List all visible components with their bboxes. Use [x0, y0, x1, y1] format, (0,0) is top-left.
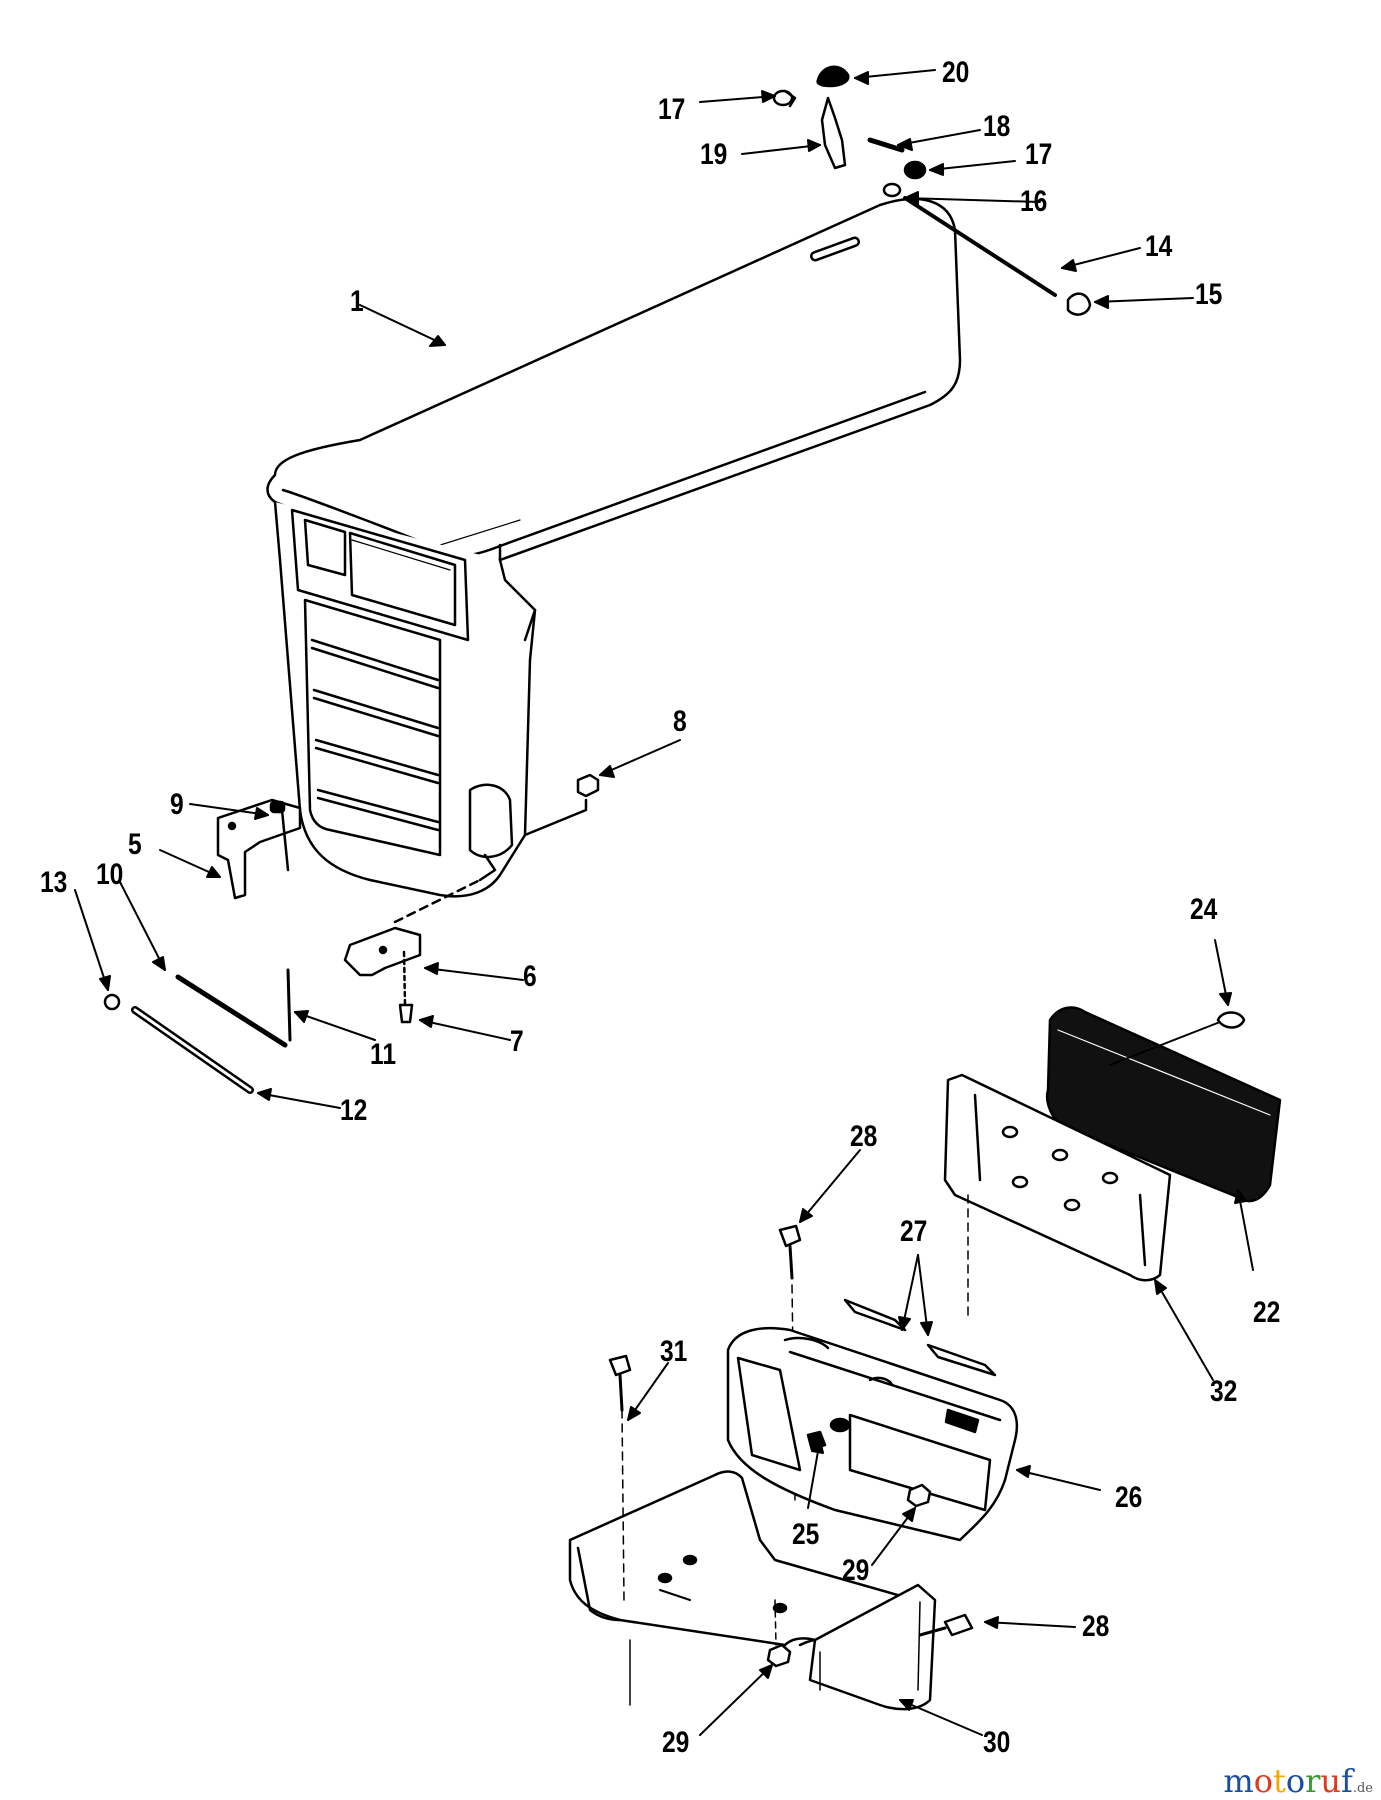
- wm-letter: o: [1253, 1762, 1273, 1800]
- callout-24: 24: [1190, 893, 1218, 926]
- wm-letter: m: [1223, 1762, 1254, 1800]
- callout-17-lower: 17: [1025, 138, 1053, 171]
- callout-6: 6: [523, 960, 537, 993]
- callout-30: 30: [983, 1726, 1011, 1759]
- hood-pivot-assembly: [772, 65, 1092, 316]
- callout-20: 20: [942, 56, 970, 89]
- callout-28-right: 28: [1082, 1610, 1110, 1643]
- callout-7: 7: [510, 1025, 524, 1058]
- wm-letter: o: [1285, 1762, 1306, 1800]
- wm-letter: t: [1272, 1762, 1286, 1800]
- callout-16: 16: [1020, 185, 1048, 218]
- callout-17-top: 17: [658, 93, 686, 126]
- callout-1: 1: [350, 285, 364, 318]
- callout-32: 32: [1210, 1375, 1238, 1408]
- wm-tld: .de: [1352, 1781, 1373, 1796]
- callout-26: 26: [1115, 1481, 1143, 1514]
- wm-letter: f: [1341, 1762, 1353, 1800]
- callout-27: 27: [900, 1215, 928, 1248]
- callout-11: 11: [370, 1038, 397, 1071]
- callout-22: 22: [1253, 1296, 1281, 1329]
- callout-15: 15: [1195, 278, 1223, 311]
- callout-10: 10: [96, 858, 124, 891]
- callout-31: 31: [660, 1335, 688, 1368]
- knob-20: [816, 65, 850, 88]
- wm-letter: r: [1305, 1762, 1321, 1800]
- callout-25: 25: [792, 1518, 820, 1551]
- callout-19: 19: [700, 138, 728, 171]
- leader-lines: [74, 69, 1254, 1736]
- mounting-hardware: [103, 773, 600, 1094]
- callout-8: 8: [673, 705, 687, 738]
- callout-13: 13: [40, 866, 68, 899]
- callout-9: 9: [170, 788, 184, 821]
- callout-18: 18: [983, 110, 1011, 143]
- callout-29-upper: 29: [842, 1554, 870, 1587]
- callout-14: 14: [1145, 230, 1173, 263]
- callout-5: 5: [128, 828, 142, 861]
- wm-letter: u: [1320, 1762, 1341, 1800]
- callout-28-top: 28: [850, 1120, 878, 1153]
- callout-29-lower: 29: [662, 1726, 690, 1759]
- hood: [266, 197, 962, 898]
- callout-12: 12: [340, 1094, 368, 1127]
- bumper-assembly: [568, 1006, 1282, 1711]
- watermark-logo: motoruf.de: [1223, 1762, 1373, 1800]
